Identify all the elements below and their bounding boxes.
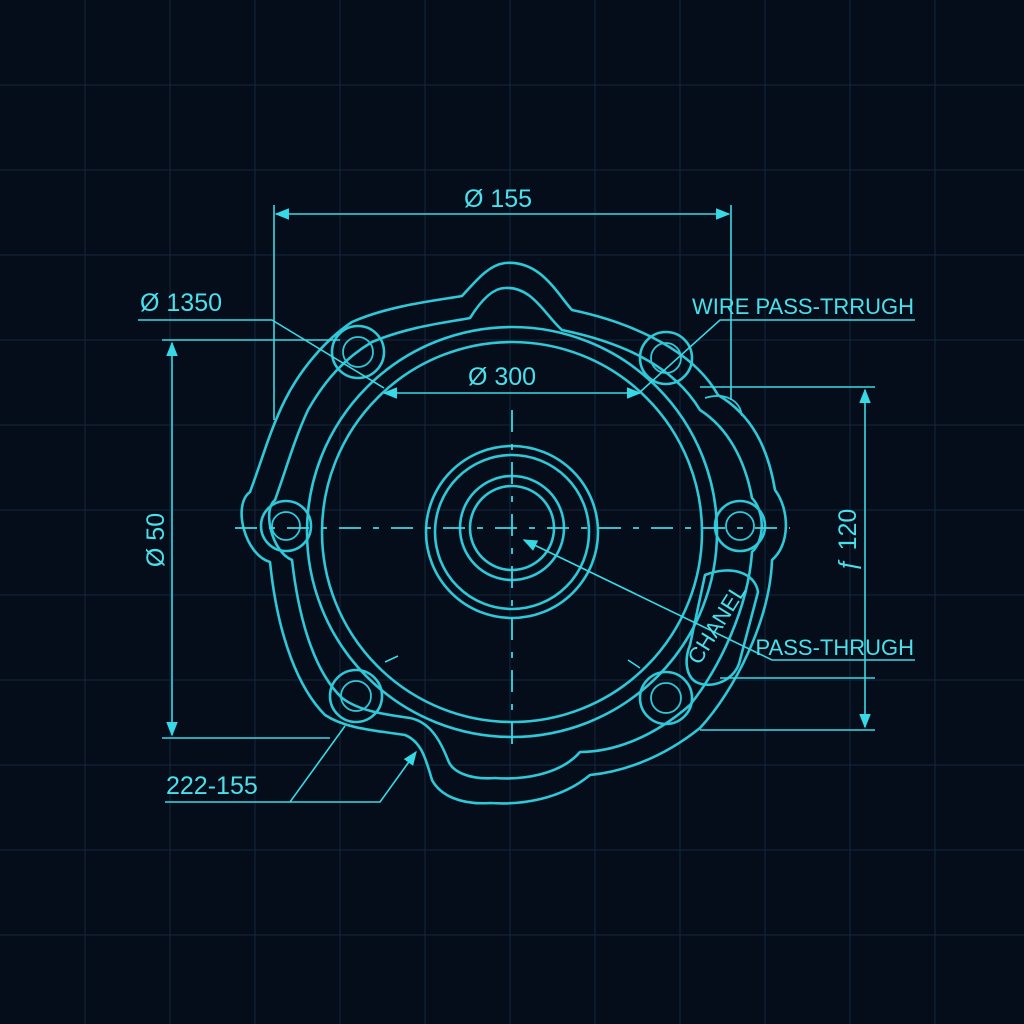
bottom-left-leader-b [290, 750, 417, 803]
bolt-hole-upper-right [638, 330, 694, 386]
housing-outer-outline [240, 261, 788, 805]
pass-through-leader [522, 539, 915, 661]
diag-tick-right [627, 659, 641, 669]
upper-left-hole-leader [138, 319, 385, 389]
bottom-left-label: 222-155 [166, 772, 258, 800]
upper-left-hole-label: Ø 1350 [140, 289, 222, 317]
diag-tick-left [384, 655, 399, 663]
bolt-hole-lower-right [638, 670, 694, 726]
top-width-label: Ø 155 [464, 185, 532, 213]
wire-pass-through-leader [639, 319, 915, 393]
channel-slot [685, 569, 760, 687]
right-height-label: ƒ 120 [834, 509, 862, 572]
pass-through-label: PASS-THRUGH [756, 635, 915, 660]
bolt-hole-right [713, 499, 767, 553]
hub-inner [433, 453, 591, 611]
wire-pass-through-label: WIRE PASS-TRRUGH [692, 294, 914, 319]
left-height-label: Ø 50 [142, 513, 170, 567]
bolt-hole-lower-left [328, 668, 384, 724]
bolt-hole-left [259, 499, 313, 553]
housing-inner-flange [267, 286, 763, 780]
bolt-hole-upper-left [330, 324, 386, 380]
inner-bore-label: Ø 300 [468, 363, 536, 391]
